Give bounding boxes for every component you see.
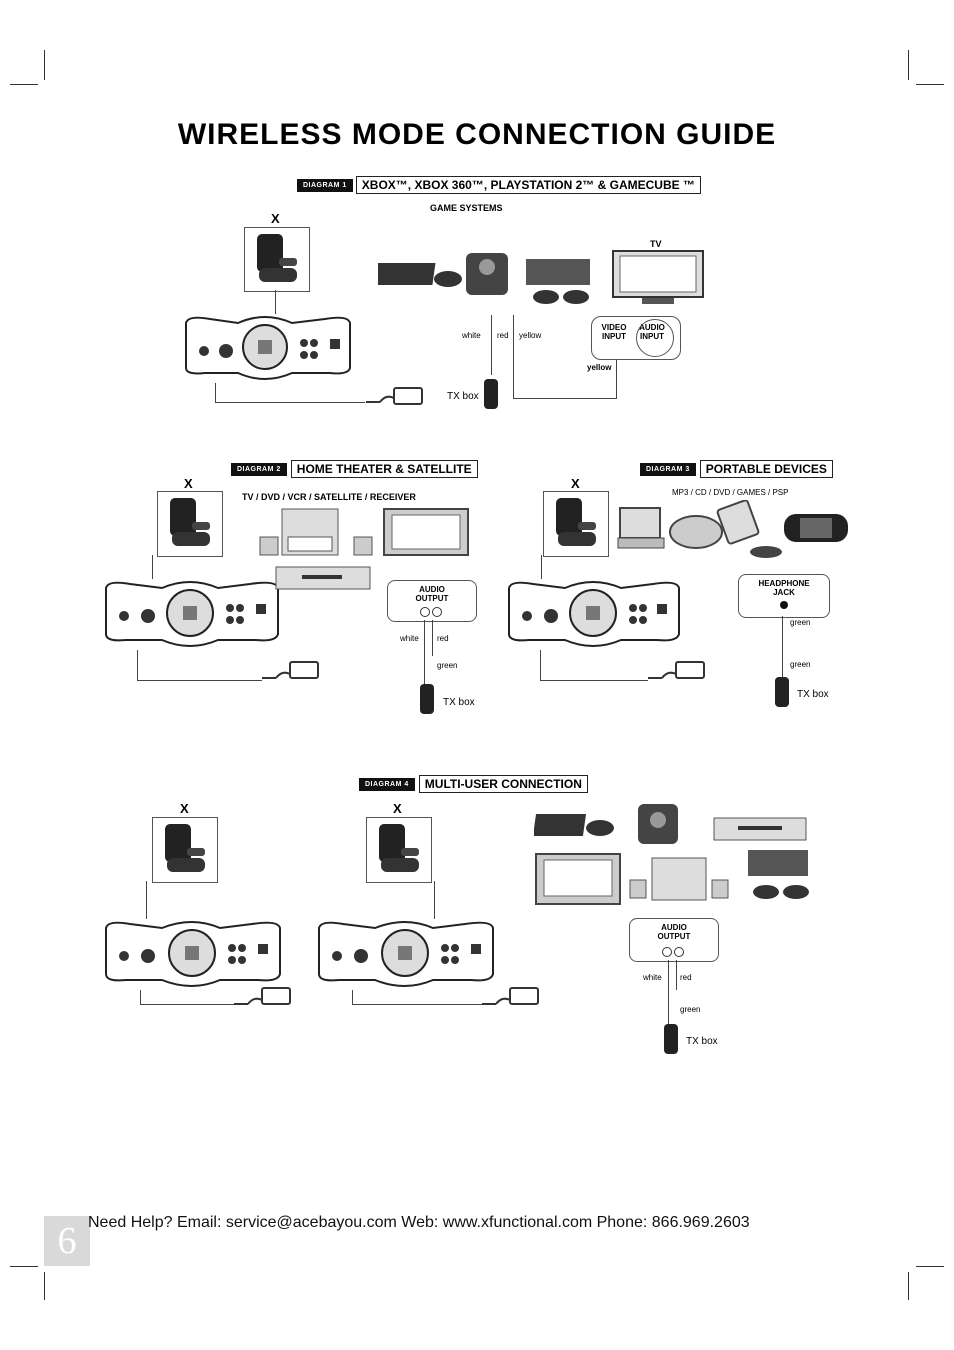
diagram-title: HOME THEATER & SATELLITE — [290, 460, 478, 478]
control-panel-1 — [105, 921, 281, 987]
yellow-cable-label-2: yellow — [587, 363, 612, 372]
crop-mark — [44, 1272, 45, 1300]
diagram-4-header: DIAGRAM 4 MULTI-USER CONNECTION — [359, 775, 588, 793]
tx-box-label: TX box — [447, 391, 479, 402]
sources-label: MP3 / CD / DVD / GAMES / PSP — [672, 488, 789, 497]
footer-help-text: Need Help? Email: service@acebayou.com W… — [88, 1214, 750, 1231]
gaming-chair-image-1 — [152, 817, 218, 883]
chair-label: X — [271, 211, 280, 226]
sources-label: TV / DVD / VCR / SATELLITE / RECEIVER — [242, 492, 416, 502]
white-cable-label: white — [643, 973, 662, 982]
audio-output-label: AUDIO OUTPUT — [657, 923, 691, 941]
portable-devices-icon — [617, 500, 848, 558]
tv-icon — [612, 250, 704, 304]
control-panel — [185, 316, 351, 380]
chair-label-1: X — [180, 801, 189, 816]
tx-box-label: TX box — [686, 1036, 718, 1047]
crop-mark — [908, 50, 909, 80]
game-consoles-icon — [378, 253, 590, 304]
tx-box-icon — [484, 379, 498, 409]
tx-box-icon — [664, 1024, 678, 1054]
tx-box-label: TX box — [443, 697, 475, 708]
chair-label: X — [184, 476, 193, 491]
home-theater-icon — [259, 508, 469, 590]
video-input-label: VIDEO INPUT — [601, 323, 627, 341]
tv-input-panel: VIDEO INPUT AUDIO INPUT — [591, 316, 681, 360]
diagram-2-header: DIAGRAM 2 HOME THEATER & SATELLITE — [231, 460, 478, 478]
headphone-jack-panel: HEADPHONE JACK — [738, 574, 830, 618]
page-number: 6 — [44, 1216, 90, 1266]
gaming-chair-image — [157, 491, 223, 557]
headphone-jack-label: HEADPHONE JACK — [758, 579, 810, 597]
white-cable-label: white — [400, 634, 419, 643]
page-title: WIRELESS MODE CONNECTION GUIDE — [177, 118, 777, 151]
audio-output-panel: AUDIO OUTPUT — [629, 918, 719, 962]
multi-sources-icon — [534, 804, 809, 905]
diagram-tag: DIAGRAM 3 — [640, 462, 696, 476]
green-cable-label: green — [680, 1005, 701, 1014]
power-adapter-icon — [366, 387, 423, 405]
tx-box-icon — [420, 684, 434, 714]
power-adapter-icon — [482, 987, 539, 1005]
crop-mark — [916, 84, 944, 85]
chair-icon — [170, 498, 210, 546]
crop-mark — [10, 84, 38, 85]
power-adapter-icon — [234, 987, 291, 1005]
green-cable-label: green — [790, 618, 811, 627]
gaming-chair-image — [244, 227, 310, 292]
diagram-title: XBOX™, XBOX 360™, PLAYSTATION 2™ & GAMEC… — [355, 176, 701, 194]
chair-label: X — [571, 476, 580, 491]
red-cable-label: red — [497, 331, 509, 340]
chair-label-2: X — [393, 801, 402, 816]
diagram-tag: DIAGRAM 1 — [297, 178, 353, 192]
chair-icon — [379, 824, 419, 872]
yellow-cable-label: yellow — [519, 331, 542, 340]
tx-box-label: TX box — [797, 689, 829, 700]
gaming-chair-image-2 — [366, 817, 432, 883]
red-cable-label: red — [437, 634, 449, 643]
gaming-chair-image — [543, 491, 609, 557]
diagram-tag: DIAGRAM 2 — [231, 462, 287, 476]
tx-box-icon — [775, 677, 789, 707]
green-cable-label-2: green — [790, 660, 811, 669]
control-panel — [508, 581, 680, 647]
diagram-3-header: DIAGRAM 3 PORTABLE DEVICES — [640, 460, 833, 478]
audio-output-panel: AUDIO OUTPUT — [387, 580, 477, 622]
diagram-title: PORTABLE DEVICES — [699, 460, 833, 478]
tv-label: TV — [650, 239, 662, 249]
crop-mark — [908, 1272, 909, 1300]
power-adapter-icon — [648, 661, 705, 679]
red-cable-label: red — [680, 973, 692, 982]
crop-mark — [916, 1266, 944, 1267]
power-adapter-icon — [262, 661, 319, 679]
chair-icon — [165, 824, 205, 872]
control-panel — [105, 581, 279, 647]
crop-mark — [10, 1266, 38, 1267]
control-panel-2 — [318, 921, 494, 987]
audio-output-label: AUDIO OUTPUT — [415, 585, 449, 603]
game-systems-label: GAME SYSTEMS — [430, 203, 503, 213]
diagram-title: MULTI-USER CONNECTION — [418, 775, 588, 793]
crop-mark — [44, 50, 45, 80]
chair-icon — [257, 234, 297, 282]
green-cable-label: green — [437, 661, 458, 670]
chair-icon — [556, 498, 596, 546]
white-cable-label: white — [462, 331, 481, 340]
diagram-1-header: DIAGRAM 1 XBOX™, XBOX 360™, PLAYSTATION … — [297, 176, 701, 194]
diagram-tag: DIAGRAM 4 — [359, 777, 415, 791]
